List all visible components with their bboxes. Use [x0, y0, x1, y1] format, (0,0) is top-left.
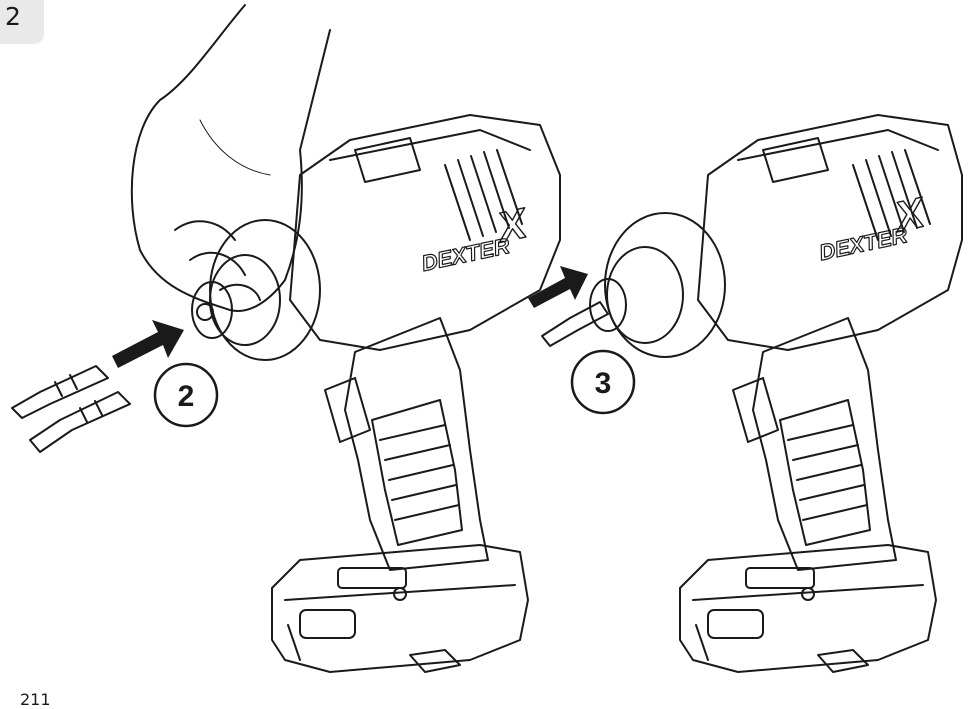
brand-text-left: DEXTER [419, 233, 512, 276]
battery-pack-left [271, 544, 529, 673]
impact-driver-right [541, 114, 963, 673]
handle-grip-line [787, 424, 854, 441]
handle-left [344, 317, 489, 571]
battery-latch-right [707, 609, 764, 639]
housing-ridge-left [329, 129, 531, 161]
handle-grip-line [384, 444, 451, 461]
chuck-collar-right [589, 278, 627, 332]
top-switch-left [354, 137, 421, 183]
battery-foot-right [817, 649, 869, 673]
battery-pack-right [679, 544, 937, 673]
handle-right [752, 317, 897, 571]
handle-grip-left [371, 399, 463, 546]
handle-grip-line [799, 484, 865, 501]
callout-label-3: 3 [595, 367, 612, 400]
handle-grip-line [391, 484, 457, 501]
screwdriver-bits [11, 365, 131, 453]
phillips-bit [11, 365, 109, 419]
vent-slot [444, 164, 471, 241]
callout-circle-3 [570, 349, 636, 415]
battery-button-left [393, 587, 407, 601]
motor-housing-left [289, 114, 561, 351]
page-number: 211 [20, 690, 51, 709]
battery-rib-right [695, 624, 709, 661]
brand-text-right: DEXTER [817, 222, 910, 265]
vent-slot [891, 151, 918, 229]
vent-slot [852, 164, 879, 241]
battery-rib-right [692, 584, 924, 601]
hand-illustration [130, 4, 331, 312]
vent-slot [457, 159, 484, 237]
handle-grip-right [779, 399, 871, 546]
vent-slot [865, 159, 892, 237]
battery-rib-left [284, 584, 516, 601]
vent-slot [904, 149, 931, 225]
hand-outline [130, 4, 331, 312]
step-tab: 2 [0, 0, 44, 44]
housing-ridge-right [737, 129, 939, 161]
flat-bit [29, 391, 131, 453]
handle-grip-line [802, 504, 868, 521]
hand-finger [174, 220, 236, 241]
handle-grip-line [379, 424, 446, 441]
handle-grip-line [796, 464, 862, 481]
battery-indicator-left [337, 567, 407, 589]
phillips-bit-hex [69, 374, 78, 390]
impact-driver-left [191, 114, 561, 673]
trigger-left [324, 377, 371, 443]
vent-slot [483, 151, 510, 229]
callout-circle-2 [153, 362, 219, 428]
callout-label-2: 2 [178, 380, 195, 413]
battery-latch-left [299, 609, 356, 639]
phillips-bit-hex [54, 381, 63, 397]
flat-bit-hex [94, 400, 103, 416]
inserted-bit [541, 301, 609, 347]
hand-finger [189, 251, 246, 276]
battery-indicator-right [745, 567, 815, 589]
nose-ring-right [606, 246, 684, 344]
insert-arrow-left [112, 320, 184, 368]
chuck-bore-left [196, 303, 214, 321]
handle-grip-line [792, 444, 859, 461]
insert-arrow-right [528, 266, 588, 308]
flat-bit-hex [79, 407, 88, 423]
trigger-right [732, 377, 779, 443]
vent-slot [496, 149, 523, 225]
hand-crease [199, 119, 271, 176]
vent-slot [878, 155, 905, 233]
step-tab-number: 2 [5, 2, 21, 31]
battery-rib-left [287, 624, 301, 661]
nose-ring-left [209, 254, 281, 346]
hand-finger [219, 283, 261, 301]
motor-housing-right [697, 114, 963, 351]
battery-foot-left [409, 649, 461, 673]
brand-logo-right: DEXTER X [816, 187, 931, 266]
nose-cone-right [604, 212, 726, 358]
handle-grip-line [388, 464, 454, 481]
battery-button-right [801, 587, 815, 601]
top-switch-right [762, 137, 829, 183]
handle-grip-line [394, 504, 460, 521]
vent-slot [470, 155, 497, 233]
